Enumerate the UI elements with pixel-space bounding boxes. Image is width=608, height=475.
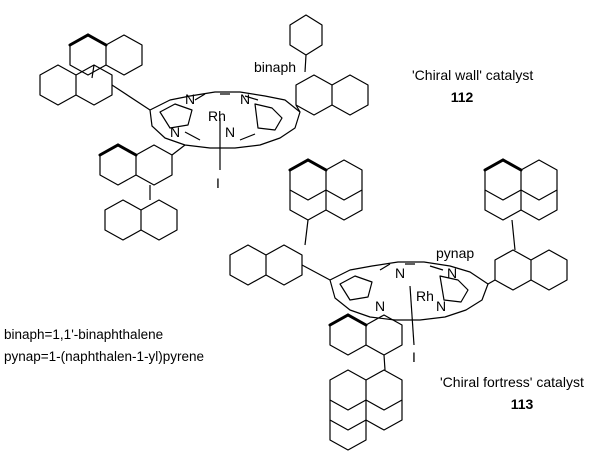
pyrene-upper-left <box>288 158 363 246</box>
pyrene-bottom <box>329 369 403 451</box>
naphthyl-bottom-113 <box>328 313 403 371</box>
iodide-113: I <box>412 349 416 365</box>
nitrogen-112-4: N <box>225 124 235 140</box>
rhodium-112: Rh <box>208 108 226 124</box>
pyrene-upper-right <box>483 158 558 251</box>
nitrogen-113-3: N <box>375 298 385 314</box>
binaph-label: binaph <box>254 59 296 75</box>
nitrogen-113-4: N <box>436 298 446 314</box>
pynap-label: pynap <box>436 245 474 261</box>
nitrogen-113-1: N <box>395 265 405 281</box>
naphthyl-left-113 <box>229 244 331 286</box>
porphyrin-core <box>149 91 301 149</box>
nitrogen-113-2: N <box>447 265 457 281</box>
naphthyl-right-upper <box>289 14 323 73</box>
catalyst-113-structure <box>229 158 568 451</box>
porphyrin-core <box>329 261 489 321</box>
nitrogen-112-2: N <box>240 91 250 107</box>
rh-iodide-bond-113 <box>409 285 415 346</box>
iodide-112: I <box>216 175 220 191</box>
naphthyl-bottom-upper <box>98 143 186 186</box>
naphthyl-bottom-lower <box>104 185 178 241</box>
catalyst-112-structure <box>39 14 369 241</box>
pynap-definition: pynap=1-(naphthalen-1-yl)pyrene <box>4 349 204 364</box>
nitrogen-112-3: N <box>170 124 180 140</box>
rhodium-113: Rh <box>416 288 434 304</box>
catalyst-112-number: 112 <box>451 89 474 105</box>
catalyst-113-name: 'Chiral fortress' catalyst <box>440 374 584 390</box>
catalyst-112-name: 'Chiral wall' catalyst <box>412 67 533 83</box>
catalyst-113-number: 113 <box>511 396 534 412</box>
naphthyl-right-lower <box>295 74 369 116</box>
nitrogen-112-1: N <box>185 91 195 107</box>
naphthyl-left-upper <box>68 33 143 76</box>
naphthyl-left-lower <box>39 64 151 111</box>
binaph-definition: binaph=1,1'-binaphthalene <box>4 327 163 342</box>
naphthyl-right-113 <box>487 249 568 291</box>
